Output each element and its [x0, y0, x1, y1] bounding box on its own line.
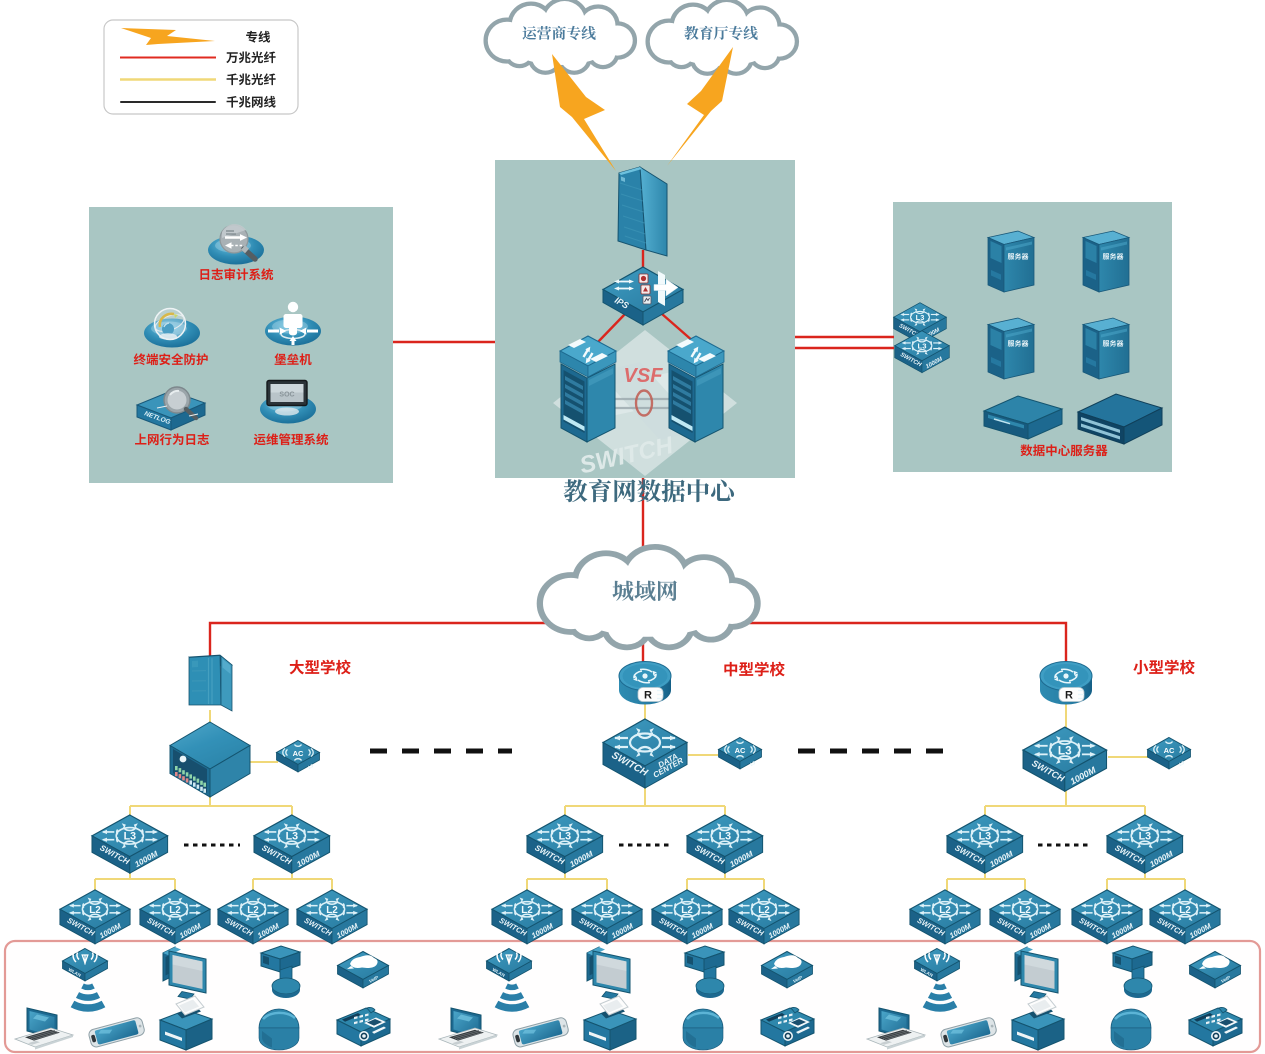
svg-text:VSF: VSF	[624, 365, 664, 387]
svg-text:SOC: SOC	[279, 392, 294, 399]
